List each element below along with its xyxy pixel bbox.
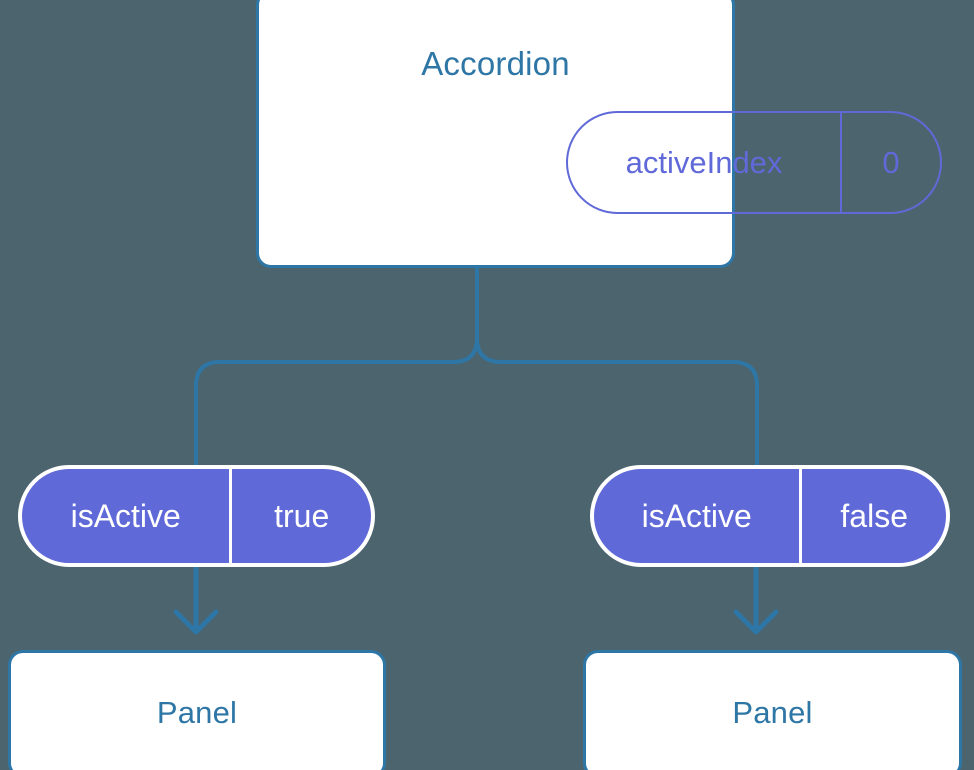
prop-pill-key: isActive (594, 469, 803, 563)
prop-pill-key: isActive (22, 469, 233, 563)
component-card-accordion[interactable]: Accordion activeIndex 0 (256, 0, 942, 268)
tree-connector-path (194, 268, 479, 466)
prop-pill-is-active-true[interactable]: isActive true (18, 465, 375, 567)
prop-pill-is-active-false[interactable]: isActive false (590, 465, 950, 567)
arrow-left-pill-to-panel (173, 567, 219, 635)
state-pill-key: activeIndex (568, 113, 843, 212)
component-title-panel-left: Panel (156, 695, 238, 730)
component-card-panel-left[interactable]: Panel (8, 650, 386, 770)
prop-pill-value: false (840, 497, 908, 534)
component-title-panel-right: Panel (732, 695, 813, 730)
arrow-right-pill-to-panel (733, 567, 779, 635)
tree-connector-path-right (475, 268, 759, 466)
prop-pill-value: true (274, 497, 330, 534)
state-pill-active-index[interactable]: activeIndex 0 (566, 111, 942, 214)
component-card-panel-right[interactable]: Panel (583, 650, 962, 770)
state-pill-value: 0 (882, 144, 900, 180)
component-title-accordion: Accordion (421, 45, 570, 82)
